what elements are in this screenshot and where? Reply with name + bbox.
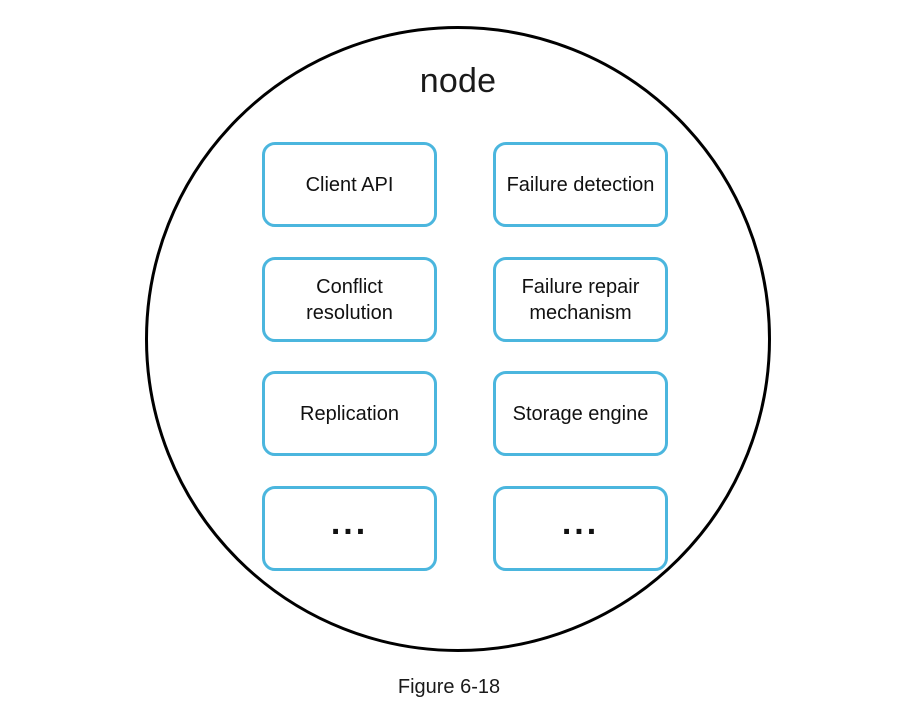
component-box-more-right[interactable]: ... xyxy=(493,486,668,571)
component-box-more-left[interactable]: ... xyxy=(262,486,437,571)
component-box-client-api[interactable]: Client API xyxy=(262,142,437,227)
component-box-failure-repair-mechanism[interactable]: Failure repair mechanism xyxy=(493,257,668,342)
component-box-storage-engine[interactable]: Storage engine xyxy=(493,371,668,456)
component-box-conflict-resolution[interactable]: Conflict resolution xyxy=(262,257,437,342)
component-grid: Client API Conflict resolution Replicati… xyxy=(262,142,668,572)
figure-caption: Figure 6-18 xyxy=(397,676,501,698)
component-box-failure-detection[interactable]: Failure detection xyxy=(493,142,668,227)
node-title: node xyxy=(419,62,497,100)
component-box-replication[interactable]: Replication xyxy=(262,371,437,456)
